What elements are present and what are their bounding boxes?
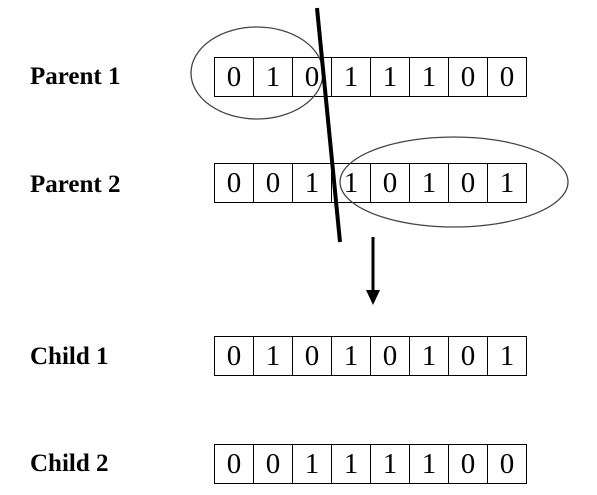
child-1-bit-6: 1: [410, 337, 449, 375]
parent-2-chromosome: 0 0 1 1 0 1 0 1: [214, 163, 527, 203]
parent-1-bit-3: 0: [293, 58, 332, 96]
child-1-bit-2: 1: [254, 337, 293, 375]
child-1-bit-5: 0: [371, 337, 410, 375]
child-2-chromosome: 0 0 1 1 1 1 0 0: [214, 444, 527, 484]
child-2-bit-6: 1: [410, 445, 449, 483]
child-2-bit-3: 1: [293, 445, 332, 483]
child-2-bit-4: 1: [332, 445, 371, 483]
crossover-point-line: [315, 7, 342, 243]
parent-1-bit-5: 1: [371, 58, 410, 96]
parent-1-bit-6: 1: [410, 58, 449, 96]
child-2-label: Child 2: [30, 450, 109, 477]
child-2-bit-7: 0: [449, 445, 488, 483]
child-1-bit-1: 0: [215, 337, 254, 375]
child-1-label: Child 1: [30, 343, 109, 370]
parent-1-bit-4: 1: [332, 58, 371, 96]
parent-1-bit-1: 0: [215, 58, 254, 96]
parent-2-bit-5: 0: [371, 164, 410, 202]
parent-2-bit-2: 0: [254, 164, 293, 202]
child-2-bit-5: 1: [371, 445, 410, 483]
child-1-bit-3: 0: [293, 337, 332, 375]
parent-2-bit-8: 1: [488, 164, 527, 202]
parent-2-bit-3: 1: [293, 164, 332, 202]
parent-1-label: Parent 1: [30, 63, 121, 90]
child-1-bit-7: 0: [449, 337, 488, 375]
parent-1-bit-7: 0: [449, 58, 488, 96]
child-1-bit-4: 1: [332, 337, 371, 375]
child-1-chromosome: 0 1 0 1 0 1 0 1: [214, 336, 527, 376]
parent-1-bit-8: 0: [488, 58, 527, 96]
down-arrow-icon: [366, 290, 380, 305]
child-2-bit-2: 0: [254, 445, 293, 483]
parent-2-bit-4: 1: [332, 164, 371, 202]
parent-1-chromosome: 0 1 0 1 1 1 0 0: [214, 57, 527, 97]
child-1-bit-8: 1: [488, 337, 527, 375]
parent-2-bit-7: 0: [449, 164, 488, 202]
parent-2-bit-1: 0: [215, 164, 254, 202]
child-2-bit-1: 0: [215, 445, 254, 483]
parent-2-label: Parent 2: [30, 171, 121, 198]
parent-1-bit-2: 1: [254, 58, 293, 96]
parent-2-bit-6: 1: [410, 164, 449, 202]
child-2-bit-8: 0: [488, 445, 527, 483]
